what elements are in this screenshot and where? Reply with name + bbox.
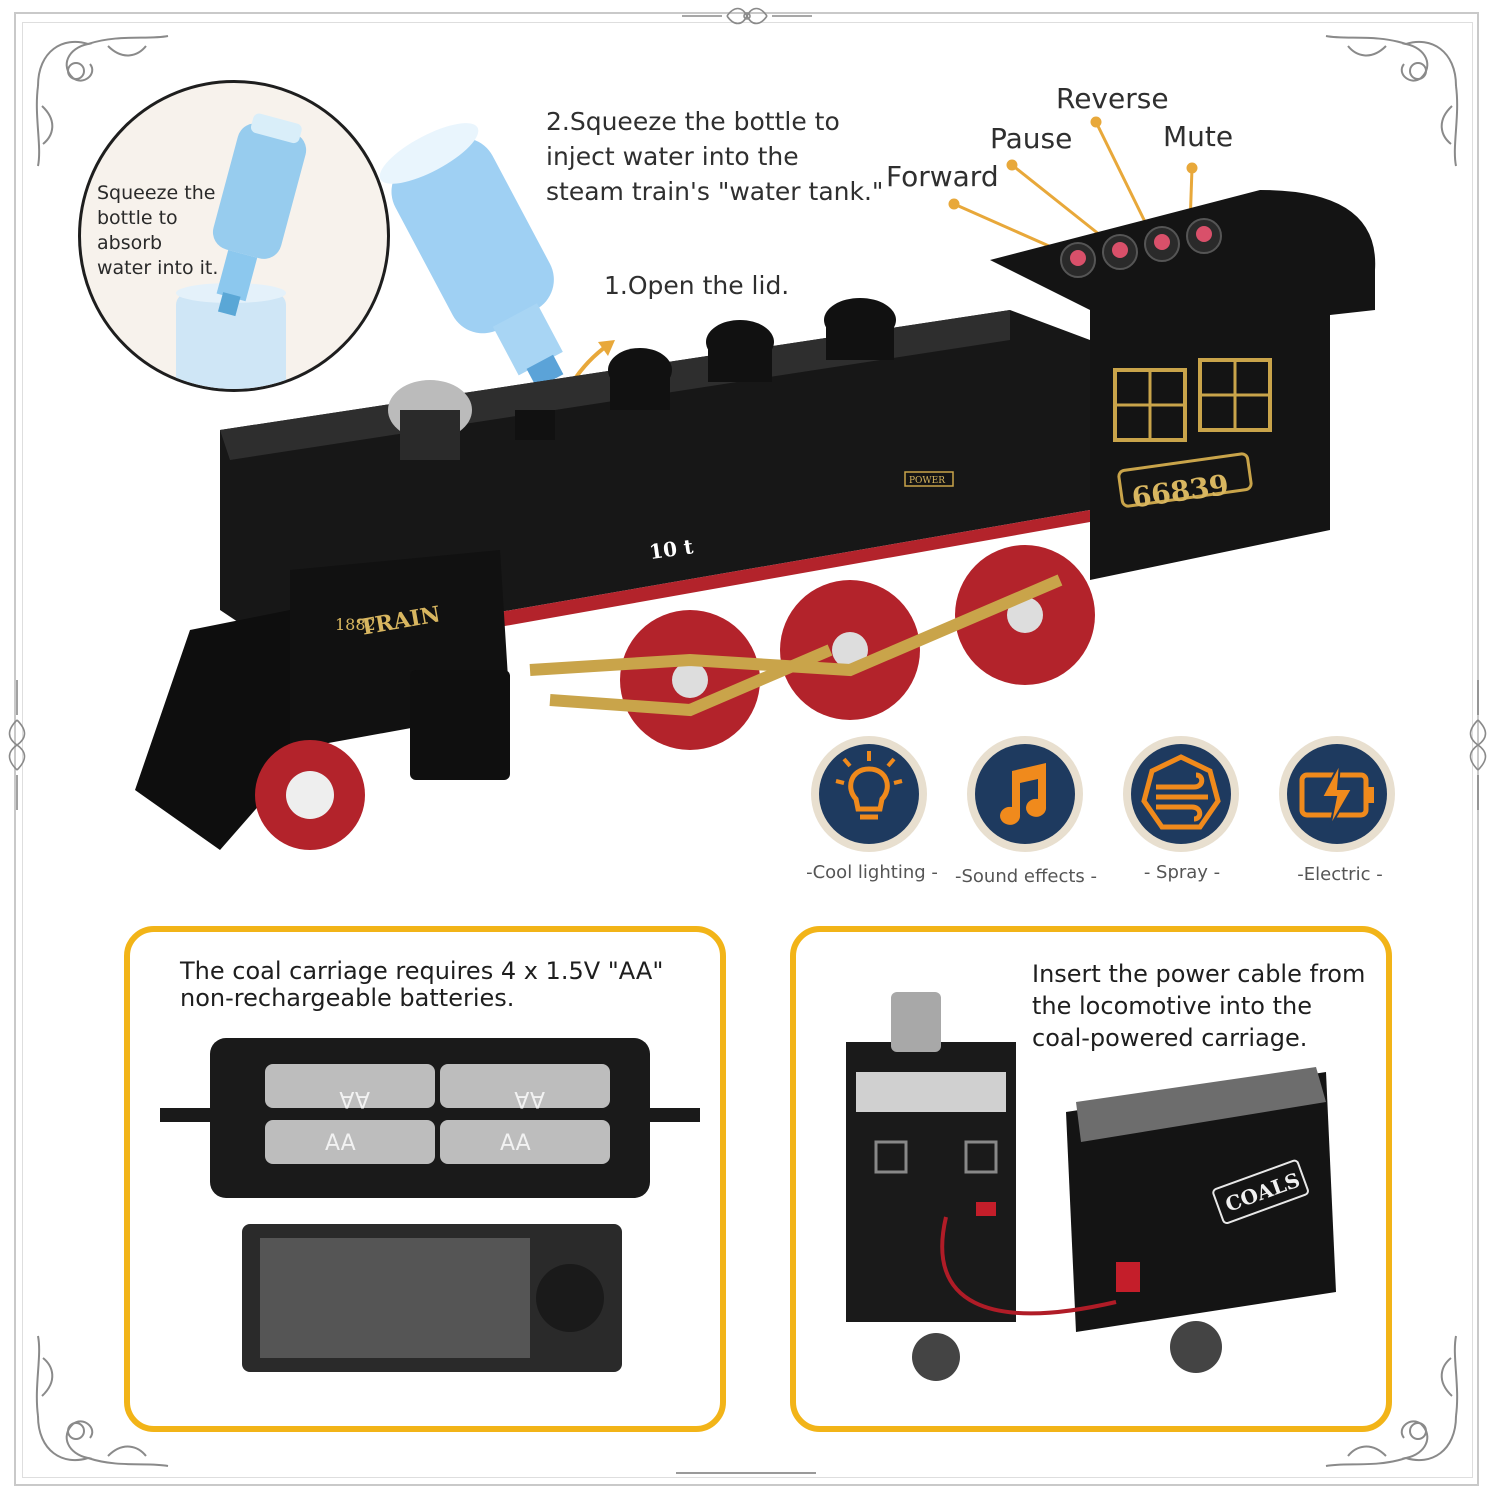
corner-ornament-bottom-left xyxy=(35,1335,169,1467)
battery-text-line-2: non-rechargeable batteries. xyxy=(180,984,515,1012)
step-1-caption: 1.Open the lid. xyxy=(604,271,790,300)
battery-charge-icon xyxy=(1279,736,1395,852)
battery-label-3: AA xyxy=(339,1086,370,1111)
top-center-ornament xyxy=(682,7,812,25)
water-bottle xyxy=(379,123,564,389)
brass-driving-rods xyxy=(529,574,1063,717)
control-leader-lines xyxy=(948,116,1198,252)
locomotive-and-tender-illustration: COALS xyxy=(846,992,1336,1381)
battery-label-2: AA xyxy=(500,1131,531,1156)
reverse-label: Reverse xyxy=(1056,82,1169,115)
corner-ornament-top-right xyxy=(1325,35,1459,167)
step2-line-3: steam train's "water tank." xyxy=(546,177,884,206)
cable-text-line-2: the locomotive into the xyxy=(1032,992,1312,1020)
step-2-caption: 2.Squeeze the bottle to inject water int… xyxy=(546,104,883,209)
step2-line-1: 2.Squeeze the bottle to xyxy=(546,107,840,136)
feature-label-lighting: -Cool lighting - xyxy=(806,862,938,883)
red-wheels xyxy=(255,545,1095,850)
light-bulb-icon xyxy=(811,736,927,852)
battery-text-line-1: The coal carriage requires 4 x 1.5V "AA" xyxy=(180,957,664,985)
corner-ornament-bottom-right xyxy=(1325,1335,1459,1467)
power-cable xyxy=(940,1216,1117,1316)
corner-ornament-top-left xyxy=(35,35,169,167)
feature-label-electric: -Electric - xyxy=(1297,864,1383,885)
battery-label-4: AA xyxy=(514,1086,545,1111)
pause-label: Pause xyxy=(990,122,1073,155)
inset-circle: Squeeze the bottle to absorb water into … xyxy=(78,80,390,392)
inset-line-4: water into it. xyxy=(97,257,219,279)
inset-line-1: Squeeze the xyxy=(97,182,216,204)
power-plate: POWER xyxy=(909,476,945,486)
cable-text-line-3: coal-powered carriage. xyxy=(1032,1024,1308,1052)
battery-panel-text: The coal carriage requires 4 x 1.5V "AA"… xyxy=(180,958,663,1012)
right-side-ornament xyxy=(1469,680,1487,810)
squeeze-bottle-illustration xyxy=(176,113,307,389)
bottom-divider xyxy=(676,1472,816,1474)
mute-label: Mute xyxy=(1163,120,1234,153)
step2-line-2: inject water into the xyxy=(546,142,799,171)
feature-label-spray: - Spray - xyxy=(1143,862,1221,883)
music-note-icon xyxy=(967,736,1083,852)
spray-icon xyxy=(1123,736,1239,852)
badge-year: 1882 xyxy=(335,615,376,634)
cable-text-line-1: Insert the power cable from xyxy=(1032,960,1366,988)
left-side-ornament xyxy=(8,680,26,810)
battery-panel: The coal carriage requires 4 x 1.5V "AA"… xyxy=(124,926,726,1432)
feature-label-sound: -Sound effects - xyxy=(955,866,1097,887)
steam-locomotive-illustration: 66839 1882 TRAIN 10 t POWER xyxy=(135,116,1376,850)
forward-label: Forward xyxy=(886,160,999,193)
inset-caption: Squeeze the bottle to absorb water into … xyxy=(97,181,218,281)
cable-panel-text: Insert the power cable from the locomoti… xyxy=(1032,958,1365,1054)
cable-connection-panel: Insert the power cable from the locomoti… xyxy=(790,926,1392,1432)
control-buttons xyxy=(1060,218,1222,278)
battery-label-1: AA xyxy=(325,1131,356,1156)
battery-compartment-illustration: AA AA AA AA xyxy=(160,1038,700,1372)
inset-line-3: absorb xyxy=(97,232,163,254)
inset-line-2: bottle to xyxy=(97,207,178,229)
